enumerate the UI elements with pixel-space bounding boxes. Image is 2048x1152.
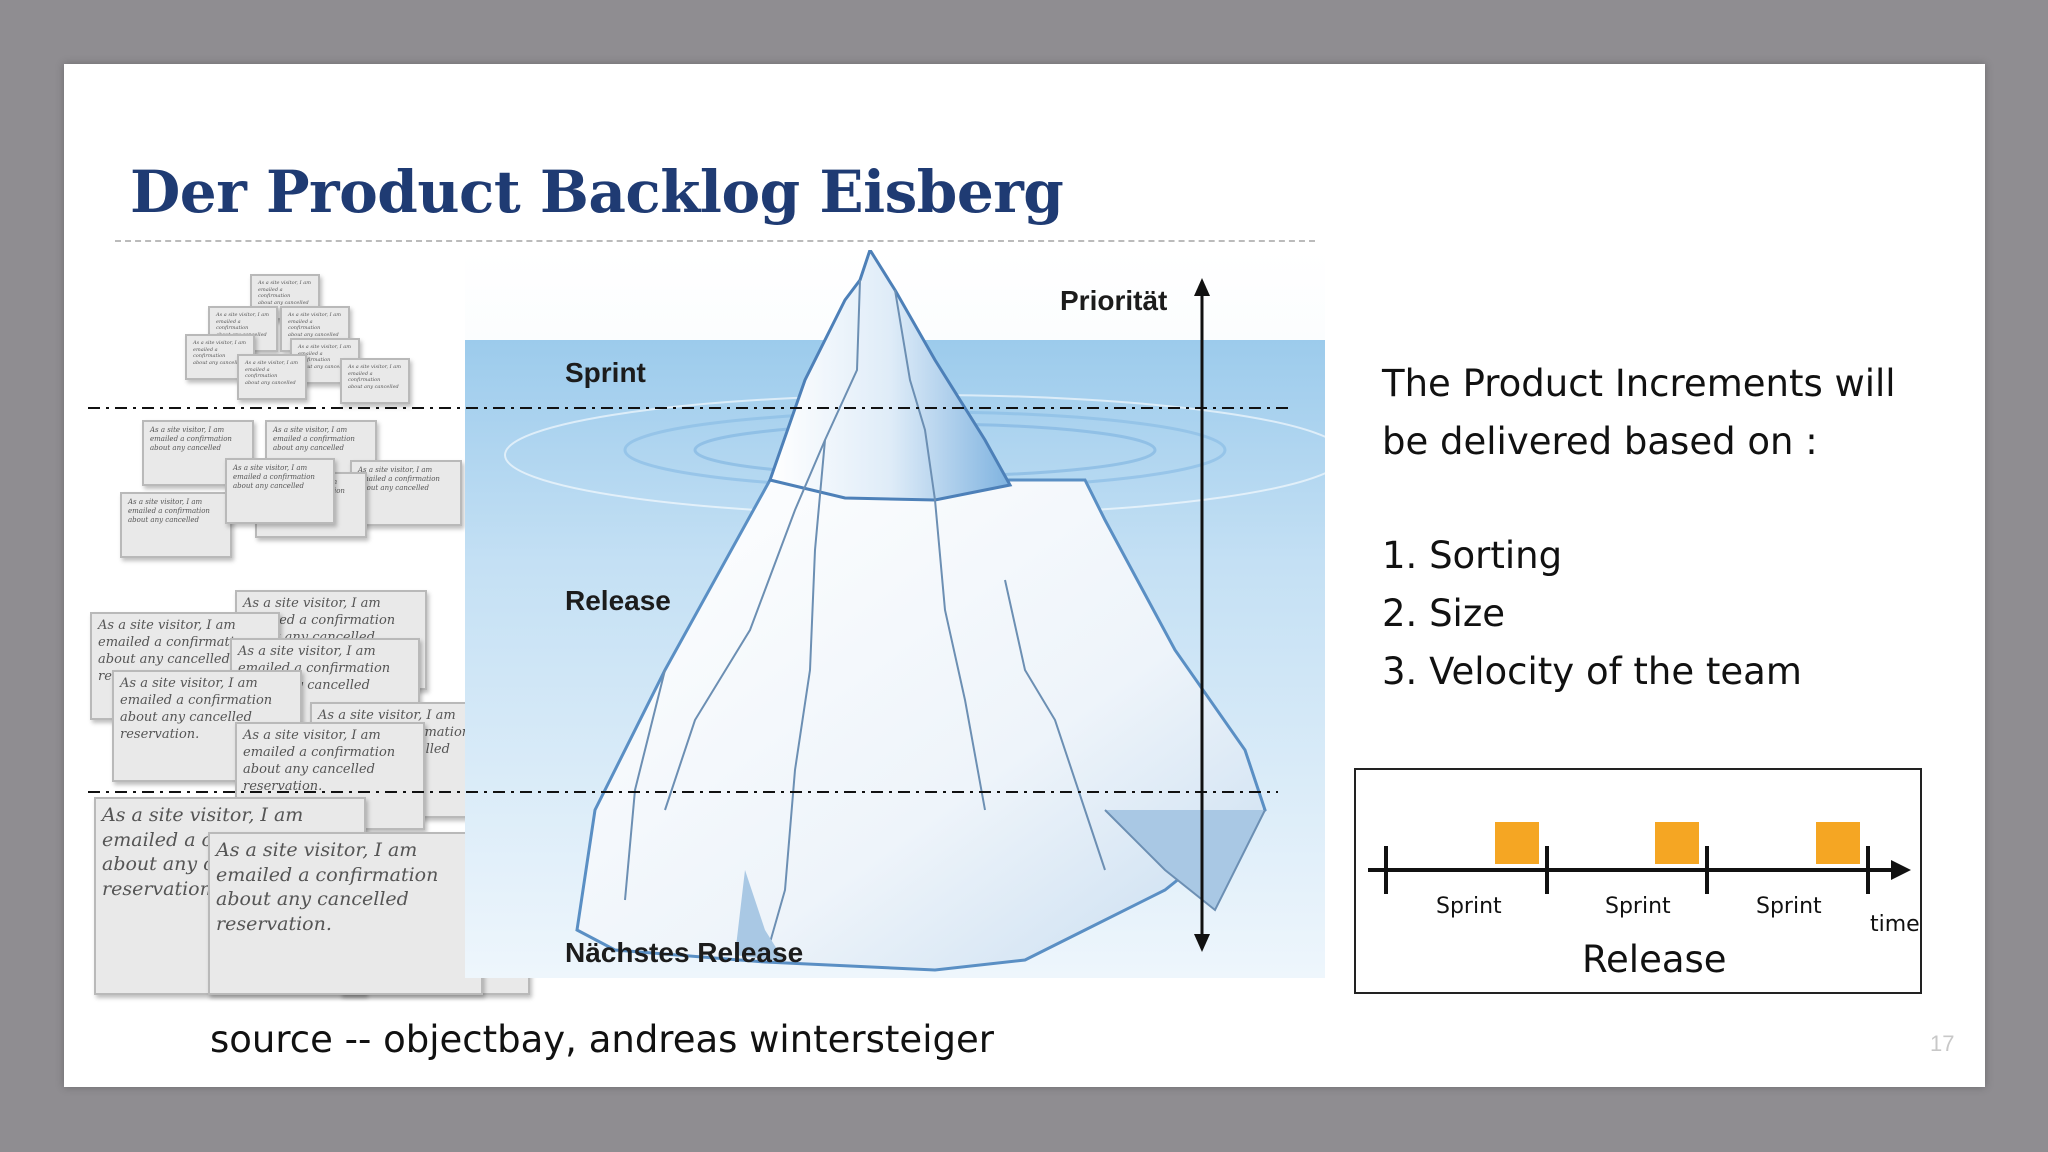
timeline-time-label: time (1870, 912, 1920, 937)
level-label-sprint: Sprint (565, 357, 646, 388)
timeline-sprint-label-2: Sprint (1605, 894, 1671, 919)
timeline-sprint-label-1: Sprint (1436, 894, 1502, 919)
source-credit: source -- objectbay, andreas wintersteig… (210, 1018, 994, 1061)
timeline-axis (1368, 822, 1911, 894)
page-number: 17 (1930, 1031, 1955, 1056)
intro-line-2: be delivered based on : (1382, 420, 1818, 463)
slide-title: Der Product Backlog Eisberg (130, 158, 1064, 226)
sprint-increment-marker (1495, 822, 1539, 864)
level-label-release: Release (565, 585, 671, 616)
list-item-velocity: 3. Velocity of the team (1382, 650, 1802, 693)
timeline-sprint-label-3: Sprint (1756, 894, 1822, 919)
intro-line-1: The Product Increments will (1382, 362, 1896, 405)
sprint-increment-marker (1816, 822, 1860, 864)
level-divider-lines (88, 407, 1293, 793)
iceberg-illustration (465, 250, 1325, 978)
level-label-next-release: Nächstes Release (565, 937, 804, 968)
title-divider (115, 240, 1315, 242)
timeline-release-label: Release (1582, 938, 1727, 981)
release-timeline: Sprint Sprint Sprint time Release (1354, 768, 1922, 994)
list-item-size: 2. Size (1382, 592, 1506, 635)
sprint-increment-marker (1655, 822, 1699, 864)
priority-label: Priorität (1060, 285, 1168, 316)
list-item-sorting: 1. Sorting (1382, 534, 1563, 577)
